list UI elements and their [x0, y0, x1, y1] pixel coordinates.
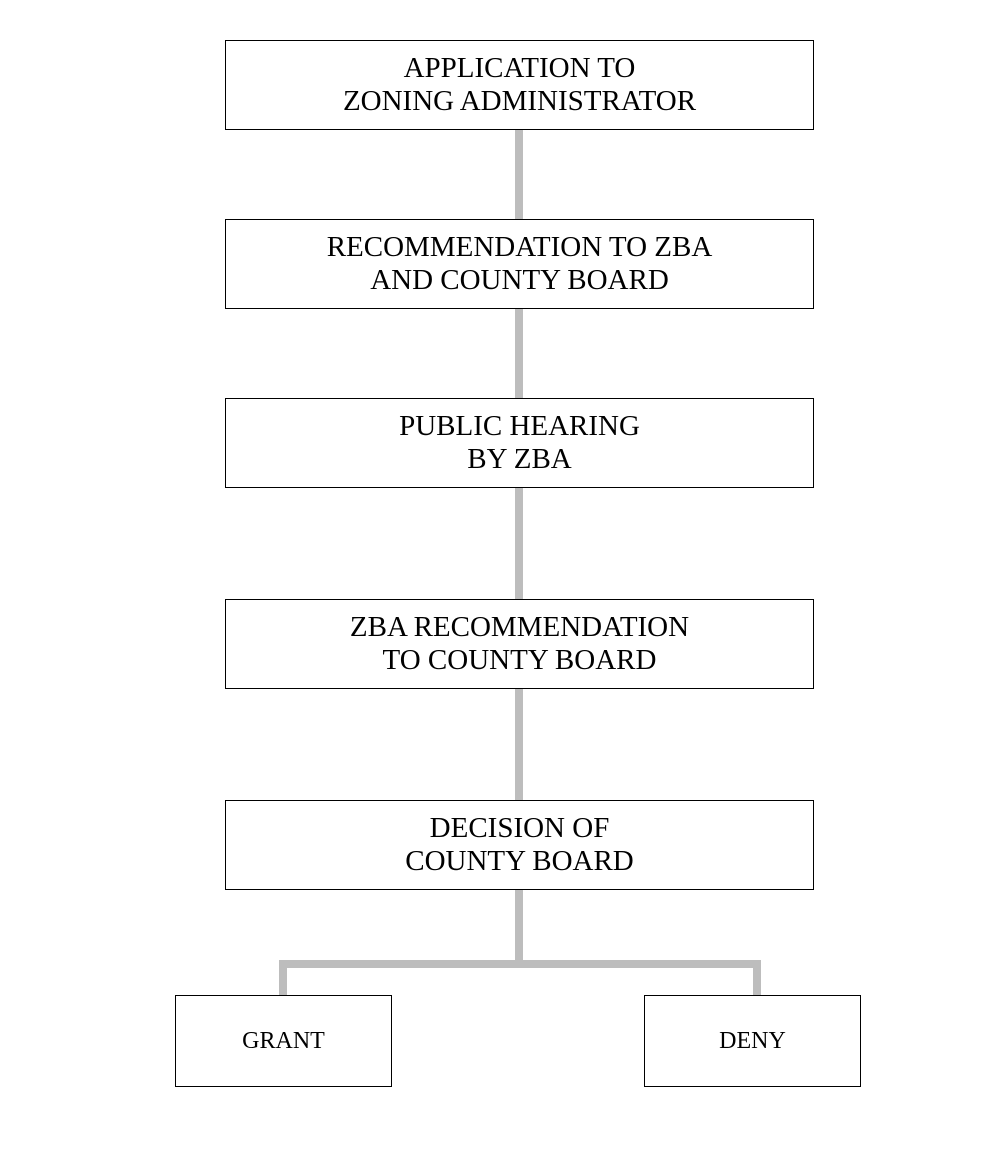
step-application-box: APPLICATION TO ZONING ADMINISTRATOR [225, 40, 814, 130]
connector-step2-step3 [515, 308, 523, 399]
outcome-grant-box: GRANT [175, 995, 392, 1087]
connector-step4-step5 [515, 688, 523, 801]
step-decision-box: DECISION OF COUNTY BOARD [225, 800, 814, 890]
step-public-hearing-line-1: PUBLIC HEARING [399, 410, 640, 442]
step-public-hearing-box: PUBLIC HEARING BY ZBA [225, 398, 814, 488]
connector-branch-deny [753, 960, 761, 996]
step-recommendation-box: RECOMMENDATION TO ZBA AND COUNTY BOARD [225, 219, 814, 309]
connector-branch-grant [279, 960, 287, 996]
step-public-hearing-line-2: BY ZBA [467, 443, 572, 475]
outcome-grant-label: GRANT [242, 1028, 325, 1054]
outcome-deny-box: DENY [644, 995, 861, 1087]
connector-step3-step4 [515, 487, 523, 600]
step-zba-recommendation-line-2: TO COUNTY BOARD [382, 644, 657, 676]
outcome-deny-label: DENY [719, 1028, 786, 1054]
step-zba-recommendation-box: ZBA RECOMMENDATION TO COUNTY BOARD [225, 599, 814, 689]
step-application-line-2: ZONING ADMINISTRATOR [342, 85, 697, 117]
step-decision-line-1: DECISION OF [429, 812, 610, 844]
step-recommendation-line-1: RECOMMENDATION TO ZBA [326, 231, 713, 263]
connector-step1-step2 [515, 129, 523, 220]
connector-branch-horizontal [279, 960, 761, 968]
step-application-line-1: APPLICATION TO [403, 52, 636, 84]
connector-step5-branch [515, 889, 523, 967]
step-zba-recommendation-line-1: ZBA RECOMMENDATION [349, 611, 690, 643]
step-decision-line-2: COUNTY BOARD [405, 845, 634, 877]
step-recommendation-line-2: AND COUNTY BOARD [370, 264, 669, 296]
